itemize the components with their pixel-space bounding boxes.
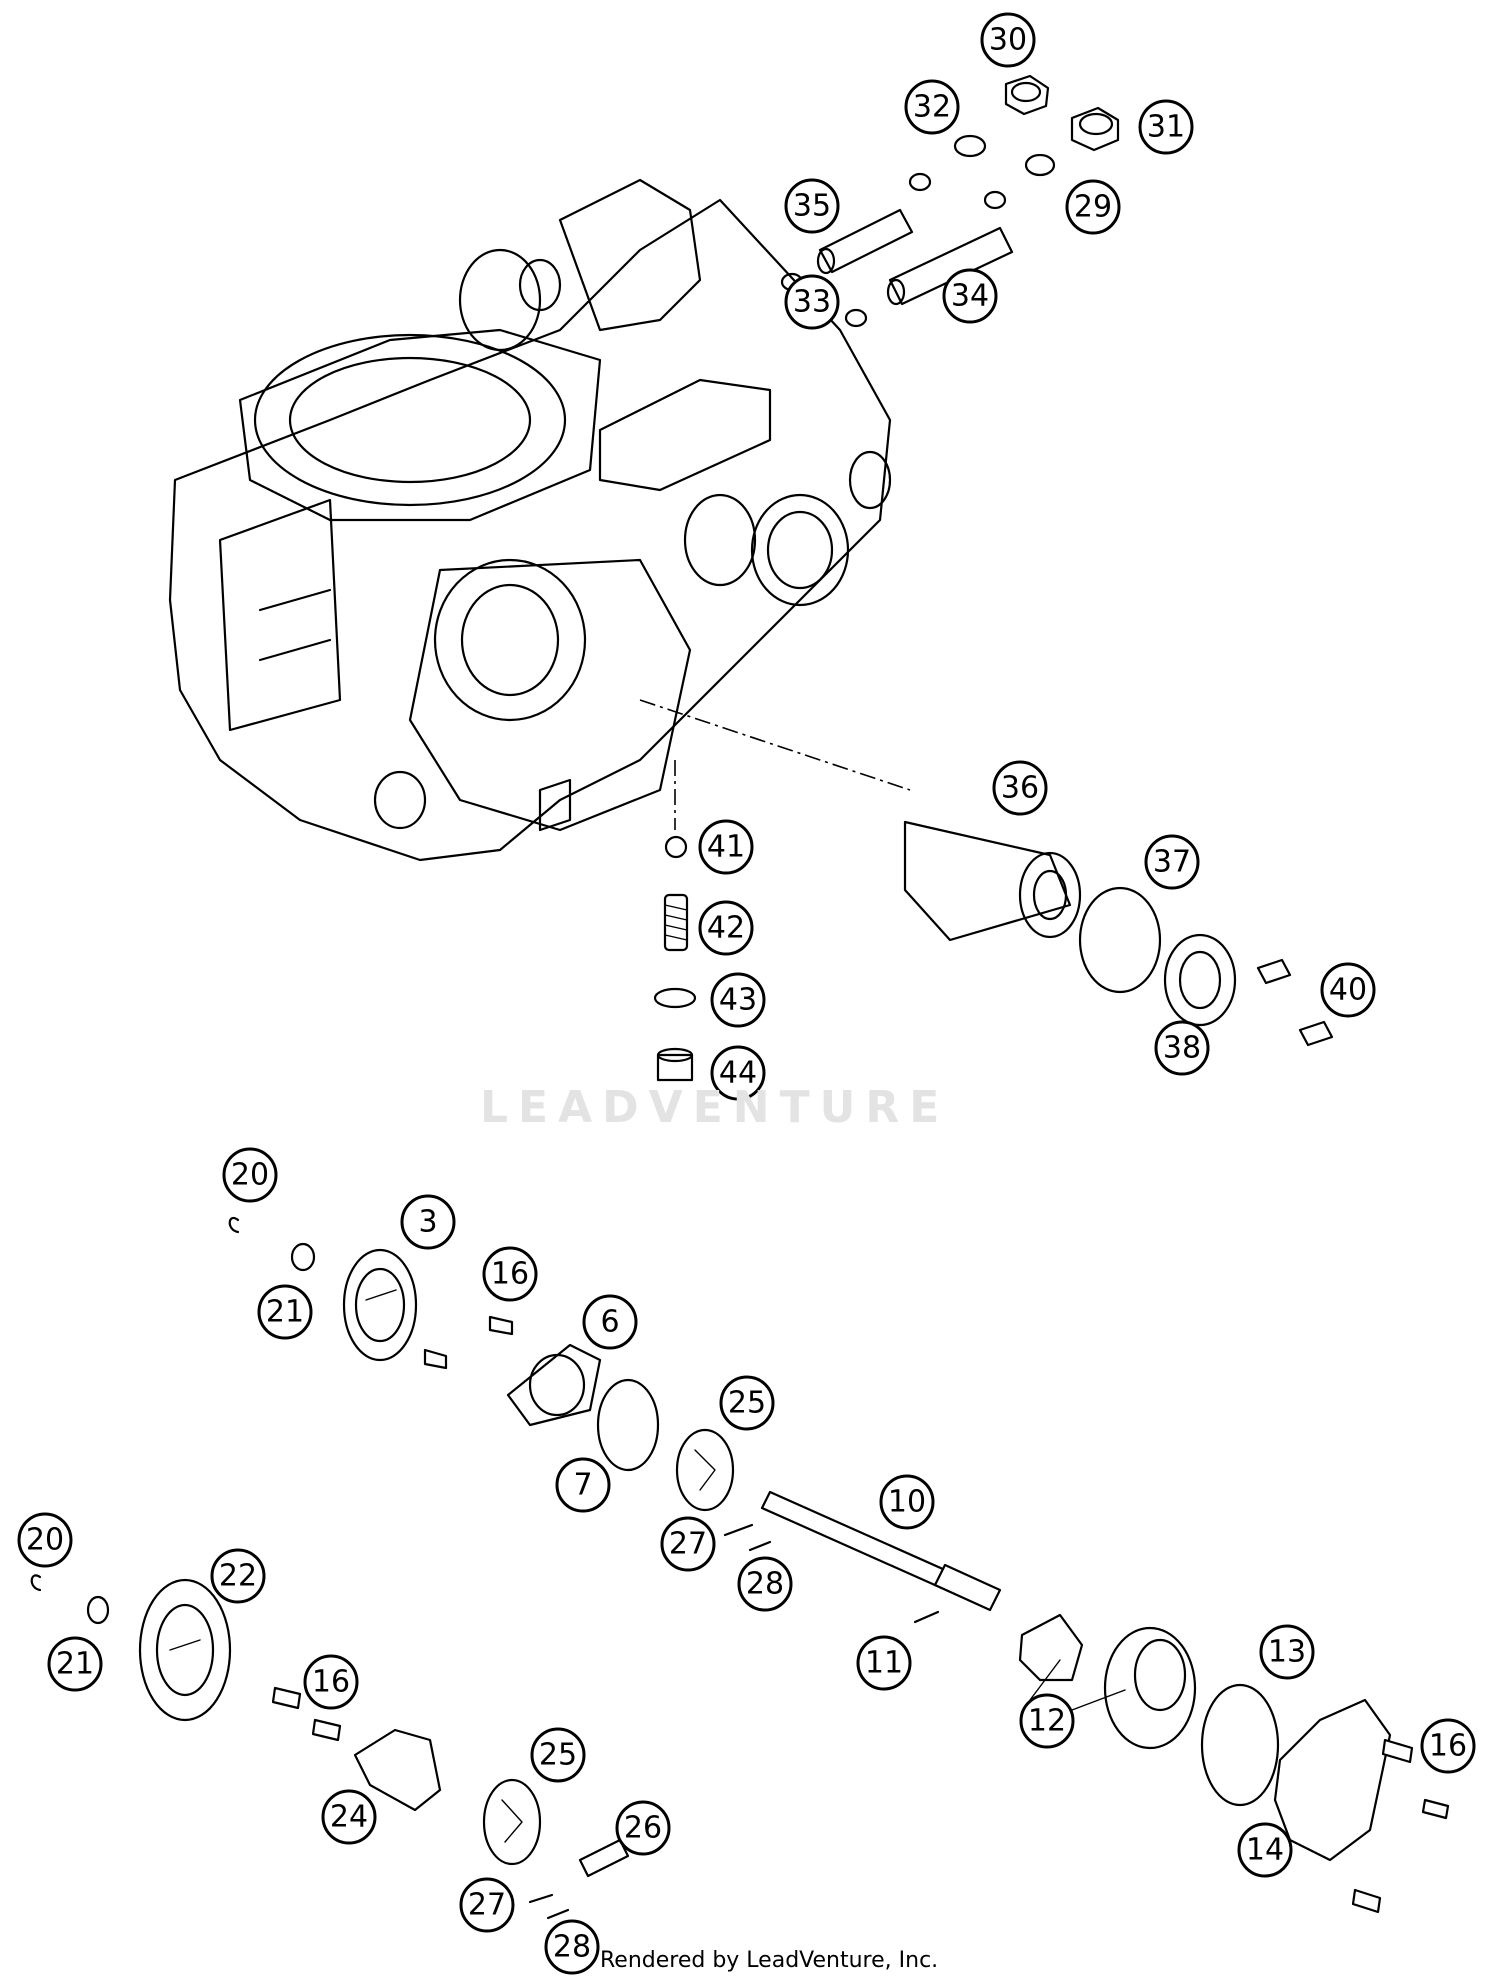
callout-29: 29 (1065, 179, 1121, 235)
svg-text:10: 10 (888, 1485, 926, 1520)
callout-33: 33 (784, 274, 840, 330)
callout-27: 27 (660, 1516, 716, 1572)
callout-21: 21 (47, 1636, 103, 1692)
svg-text:6: 6 (600, 1305, 619, 1340)
callout-11: 11 (856, 1635, 912, 1691)
callout-20: 20 (222, 1147, 278, 1203)
oil-filter-parts-upper (780, 74, 1120, 328)
footer-credit: Rendered by LeadVenture, Inc. (600, 1948, 939, 1973)
svg-text:14: 14 (1246, 1833, 1284, 1868)
watermark-text: LEADVENTURE (480, 1082, 950, 1133)
svg-text:16: 16 (312, 1665, 350, 1700)
svg-text:27: 27 (669, 1527, 707, 1562)
callout-16: 16 (482, 1246, 538, 1302)
callout-40: 40 (1320, 962, 1376, 1018)
callout-10: 10 (879, 1474, 935, 1530)
callout-26: 26 (615, 1800, 671, 1856)
engine-crankcase-drawing (168, 178, 911, 862)
svg-text:33: 33 (793, 285, 831, 320)
callout-22: 22 (210, 1548, 266, 1604)
svg-text:12: 12 (1028, 1704, 1066, 1739)
svg-text:38: 38 (1163, 1031, 1201, 1066)
svg-text:44: 44 (719, 1056, 757, 1091)
svg-text:3: 3 (418, 1205, 437, 1240)
callout-20: 20 (17, 1512, 73, 1568)
callout-28: 28 (737, 1556, 793, 1612)
svg-text:35: 35 (793, 189, 831, 224)
svg-text:25: 25 (539, 1738, 577, 1773)
svg-text:41: 41 (707, 830, 745, 865)
callout-43: 43 (710, 972, 766, 1028)
callout-13: 13 (1259, 1624, 1315, 1680)
svg-text:26: 26 (624, 1811, 662, 1846)
callout-32: 32 (904, 79, 960, 135)
callout-37: 37 (1144, 834, 1200, 890)
callout-30: 30 (980, 12, 1036, 68)
callout-7: 7 (555, 1457, 611, 1513)
bypass-valve-parts (653, 835, 697, 1082)
filter-cartridge-drawing (903, 820, 1334, 1047)
svg-text:32: 32 (913, 90, 951, 125)
svg-text:36: 36 (1001, 771, 1039, 806)
callout-35: 35 (784, 178, 840, 234)
oil-pump-parts-lower (30, 1217, 1450, 1920)
callout-31: 31 (1138, 99, 1194, 155)
svg-text:28: 28 (553, 1930, 591, 1965)
svg-text:21: 21 (56, 1647, 94, 1682)
callout-6: 6 (582, 1294, 638, 1350)
callout-38: 38 (1154, 1020, 1210, 1076)
svg-text:25: 25 (728, 1386, 766, 1421)
callout-24: 24 (321, 1789, 377, 1845)
callout-34: 34 (942, 268, 998, 324)
svg-text:16: 16 (1429, 1729, 1467, 1764)
svg-text:20: 20 (231, 1158, 269, 1193)
svg-text:28: 28 (746, 1567, 784, 1602)
svg-text:20: 20 (26, 1523, 64, 1558)
svg-text:27: 27 (468, 1888, 506, 1923)
svg-text:13: 13 (1268, 1635, 1306, 1670)
callout-28: 28 (544, 1919, 600, 1975)
callout-25: 25 (530, 1727, 586, 1783)
svg-text:34: 34 (951, 279, 989, 314)
svg-text:42: 42 (707, 911, 745, 946)
svg-text:21: 21 (266, 1295, 304, 1330)
svg-text:11: 11 (865, 1646, 903, 1681)
callout-14: 14 (1237, 1822, 1293, 1878)
callout-21: 21 (257, 1284, 313, 1340)
svg-text:37: 37 (1153, 845, 1191, 880)
callout-41: 41 (698, 819, 754, 875)
svg-text:24: 24 (330, 1800, 368, 1835)
svg-text:30: 30 (989, 23, 1027, 58)
svg-text:40: 40 (1329, 973, 1367, 1008)
callout-12: 12 (1019, 1693, 1075, 1749)
svg-text:7: 7 (573, 1468, 592, 1503)
svg-text:43: 43 (719, 983, 757, 1018)
svg-text:22: 22 (219, 1559, 257, 1594)
svg-text:31: 31 (1147, 110, 1185, 145)
callout-16: 16 (303, 1654, 359, 1710)
callout-16: 16 (1420, 1718, 1476, 1774)
callout-44: 44 (710, 1045, 766, 1101)
svg-text:16: 16 (491, 1257, 529, 1292)
callout-27: 27 (459, 1877, 515, 1933)
callout-36: 36 (992, 760, 1048, 816)
callout-25: 25 (719, 1375, 775, 1431)
callout-3: 3 (400, 1194, 456, 1250)
callout-42: 42 (698, 900, 754, 956)
svg-text:29: 29 (1074, 190, 1112, 225)
